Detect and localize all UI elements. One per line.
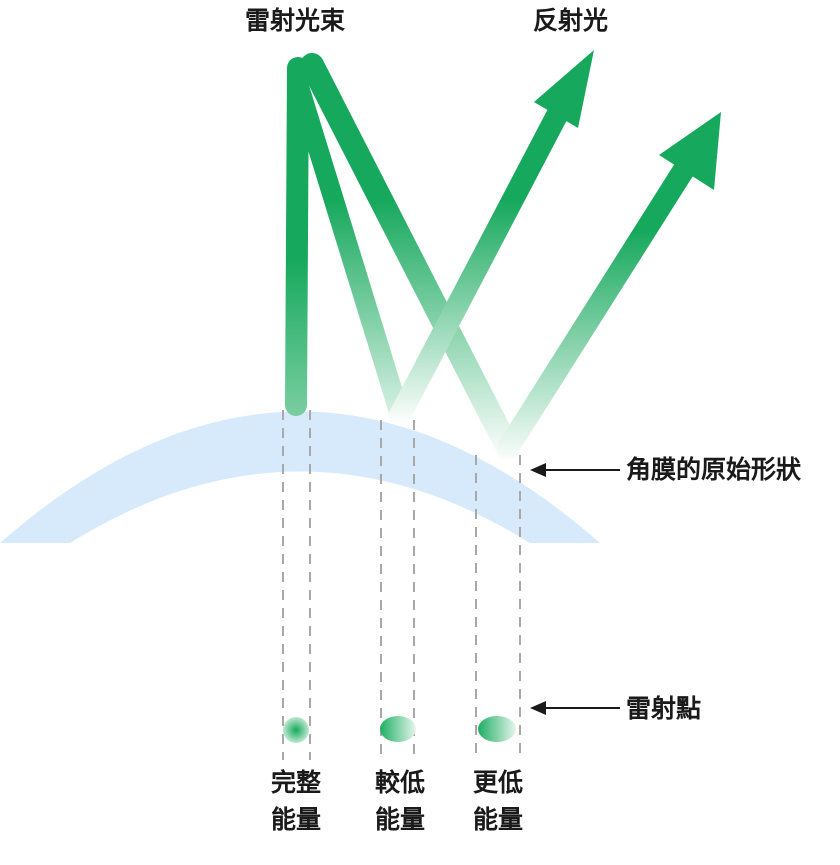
reflected-light-label: 反射光 xyxy=(533,6,609,35)
reflected-beam-1 xyxy=(389,89,576,426)
laser-spot-lower xyxy=(380,716,416,742)
laser-spot-full xyxy=(283,717,309,743)
beam-diagonal-1 xyxy=(290,80,410,425)
cornea-shape-label: 角膜的原始形狀 xyxy=(626,455,802,484)
dashed-guides xyxy=(282,410,521,760)
energy-label-line: 能量 xyxy=(472,805,523,834)
reflected-beam-2 xyxy=(497,149,701,459)
incident-beam xyxy=(285,57,309,416)
pointer-arrows xyxy=(530,463,620,715)
energy-label-line: 能量 xyxy=(270,805,321,834)
laser-spot-lowest xyxy=(478,716,516,742)
energy-label-full: 完整 能量 xyxy=(256,764,336,838)
energy-label-line: 能量 xyxy=(374,805,425,834)
arrow-left-icon xyxy=(530,463,546,477)
arrow-left-icon xyxy=(530,701,546,715)
laser-spot-label: 雷射點 xyxy=(626,694,702,723)
energy-label-line: 較低 xyxy=(374,768,425,797)
arrowhead-1 xyxy=(534,50,594,128)
energy-label-lower: 較低 能量 xyxy=(360,764,440,838)
beam-diagonal-2 xyxy=(300,53,520,460)
spots xyxy=(283,716,516,743)
energy-label-line: 完整 xyxy=(270,768,321,797)
beams xyxy=(285,53,701,460)
energy-label-lowest: 更低 能量 xyxy=(458,764,538,838)
energy-label-line: 更低 xyxy=(472,768,523,797)
arrowhead-2 xyxy=(659,112,721,190)
cornea xyxy=(0,411,600,543)
laser-beam-label: 雷射光束 xyxy=(245,6,346,35)
